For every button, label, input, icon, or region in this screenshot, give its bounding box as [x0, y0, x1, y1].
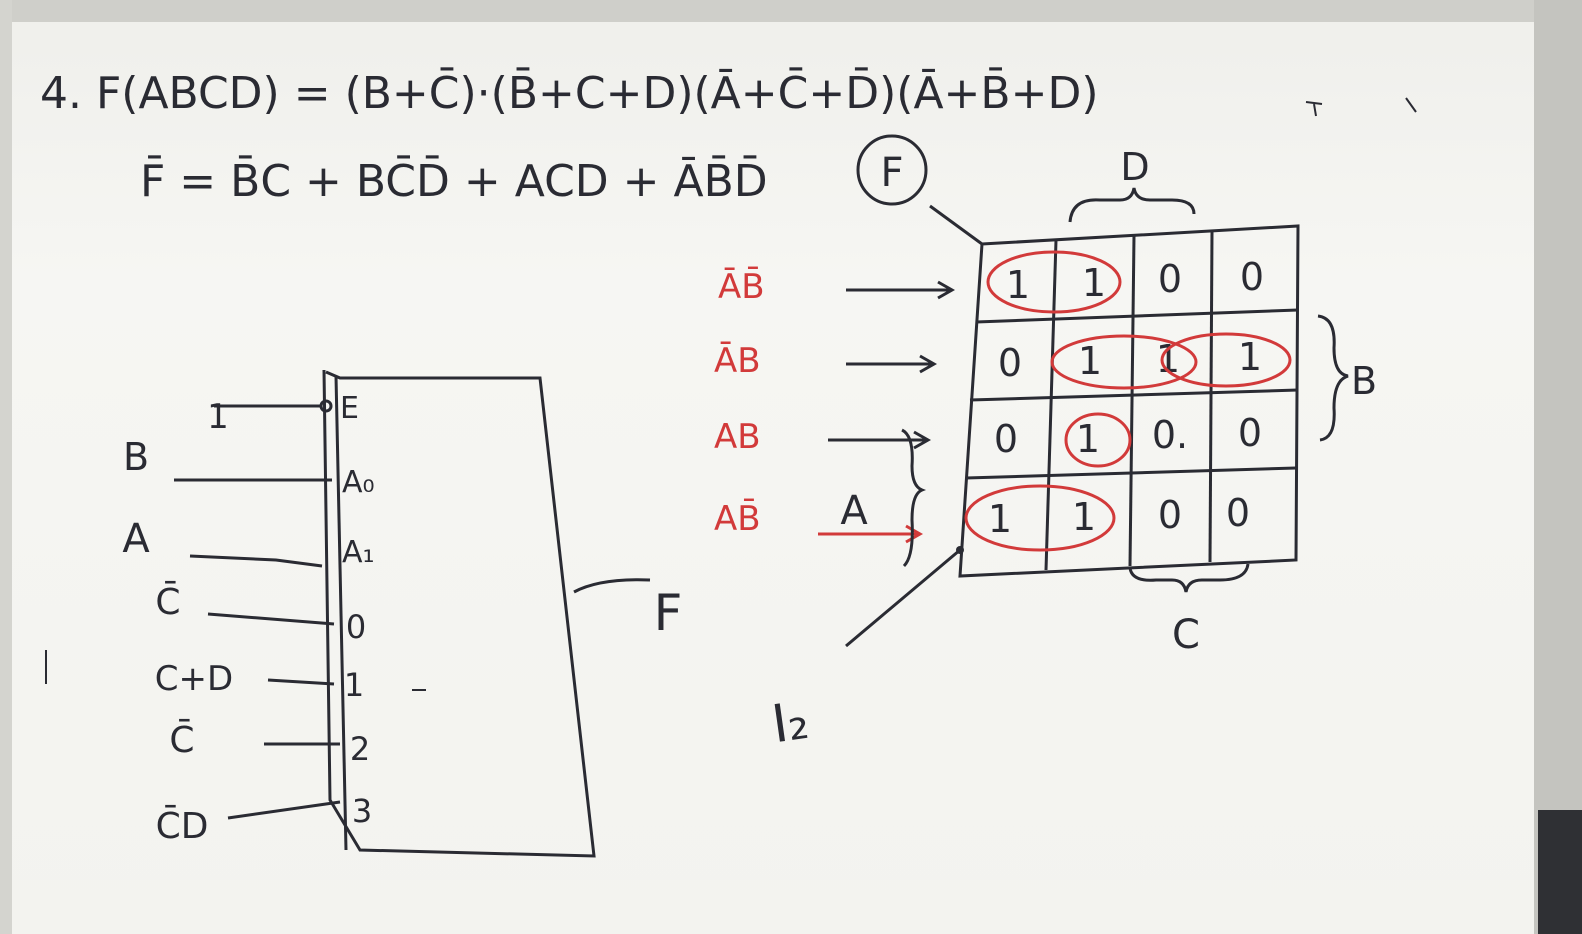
- data-pin-1: 1: [344, 666, 364, 704]
- kmap-cell: 0: [1226, 491, 1250, 535]
- kmap-cell: 1: [1082, 261, 1106, 305]
- stray-mark: [1405, 97, 1417, 113]
- mux-left-edge: [334, 375, 348, 851]
- marker-tray: [1538, 810, 1582, 934]
- kmap-cell: 1: [1006, 263, 1030, 307]
- select-pin-a1: A₁: [342, 535, 375, 570]
- board-frame-top: [0, 0, 1582, 22]
- enable-bubble: [319, 399, 333, 413]
- data-input-0: C̄: [155, 580, 180, 623]
- kmap-cell: 0.: [1152, 413, 1188, 457]
- kmap-grid: [958, 224, 1300, 578]
- board-frame-right: [1534, 0, 1582, 934]
- kmap-bottom-label: C: [1172, 612, 1200, 658]
- output-label: F: [654, 584, 683, 642]
- enable-label: E: [340, 391, 359, 426]
- data-pin-3: 3: [352, 792, 372, 830]
- i2-pointer-dot: [956, 546, 964, 554]
- row-label: ĀB: [714, 341, 761, 381]
- kmap-cell: 0: [1238, 411, 1262, 455]
- data-pin-2: 2: [350, 730, 370, 768]
- kmap-cell: 0: [998, 341, 1022, 385]
- data-input-2: C̄: [169, 718, 194, 761]
- row-arrows: [828, 280, 956, 450]
- select-input-b: B: [123, 435, 149, 479]
- group-oval: [964, 484, 1116, 552]
- row-label: AB̄: [714, 498, 761, 539]
- stray-mark: [1305, 101, 1323, 117]
- kmap-label-circle: [856, 134, 928, 206]
- kmap-top-brace: [1068, 187, 1196, 223]
- kmap-groupings: [964, 250, 1292, 552]
- data-wire-1: [267, 678, 335, 686]
- data-input-1: C+D: [155, 659, 233, 699]
- multiplexer: E 1 B A₀ A A₁ C̄ 0 C+D 1 C̄ 2 C̄D 3 F: [122, 369, 683, 858]
- row-arrow: [846, 280, 956, 300]
- row-arrow: [846, 354, 938, 374]
- kmap-bottom-brace: [1128, 563, 1250, 593]
- i2-pointer-line: [845, 548, 961, 648]
- kmap-cell: 0: [1240, 255, 1264, 299]
- kmap-right-label: B: [1351, 359, 1377, 403]
- kmap-cell: 1: [1078, 339, 1102, 383]
- data-wire-3: [227, 800, 341, 820]
- kmap-right-brace: [1317, 314, 1349, 442]
- kmap-row-labels: ĀB̄ ĀB AB AB̄: [714, 266, 765, 539]
- kmap-top-label: D: [1120, 145, 1149, 189]
- row-label: ĀB̄: [718, 266, 765, 307]
- kmap-cell: 1: [1238, 335, 1262, 379]
- mux-body: [322, 369, 596, 858]
- kmap-side-label: A: [840, 488, 868, 534]
- enable-value: 1: [207, 397, 229, 437]
- select-input-a: A: [122, 516, 150, 562]
- data-wire-0: [207, 612, 335, 626]
- row-arrow: [828, 430, 932, 450]
- data-pin-0: 0: [346, 608, 366, 646]
- kmap-side-brace: [901, 428, 927, 568]
- kmap-label-pointer: [929, 204, 983, 246]
- kmap-cell: 0: [994, 417, 1018, 461]
- equation-line-2: F̄ = B̄C + BC̄D̄ + ACD + ĀB̄D̄: [140, 154, 768, 207]
- data-input-3: C̄D: [156, 804, 209, 847]
- output-wire: [573, 578, 651, 594]
- kmap-cell: 1: [1076, 417, 1100, 461]
- kmap-cell: 0: [1158, 493, 1182, 537]
- kmap-cells: 1 1 0 0 0 1 1 1 0 1 0. 0 1 1 0 0: [988, 255, 1264, 541]
- kmap-circle-label: F: [880, 150, 903, 196]
- board-frame-left: [0, 0, 12, 934]
- row-arrow-red: [818, 524, 924, 544]
- kmap-cell: 1: [988, 497, 1012, 541]
- i2-label: I₂: [768, 691, 812, 755]
- select-pin-a0: A₀: [342, 465, 375, 500]
- equation-line-1: 4. F(ABCD) = (B+C̄)·(B̄+C+D)(Ā+C̄+D̄)(Ā+…: [40, 66, 1099, 119]
- group-oval: [1160, 332, 1292, 388]
- select-wire-1: [189, 554, 323, 568]
- kmap-cell: 0: [1158, 257, 1182, 301]
- kmap-cell: 1: [1072, 495, 1096, 539]
- group-oval: [1050, 334, 1198, 390]
- row-label: AB: [714, 417, 761, 457]
- group-oval: [1064, 412, 1132, 468]
- group-oval: [986, 250, 1122, 314]
